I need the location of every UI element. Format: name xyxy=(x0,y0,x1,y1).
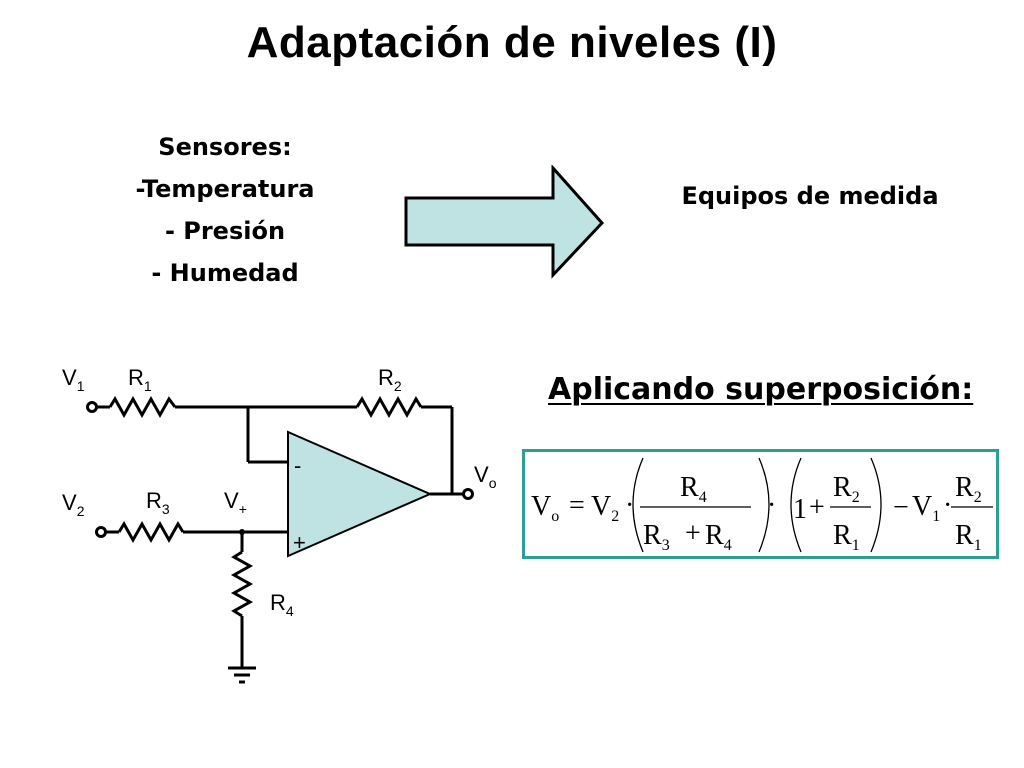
noninverting-input-sign: + xyxy=(293,530,306,555)
formula-num-r4: R4 xyxy=(680,472,707,506)
formula-expression: Vo = V2 · R4 R3 + R4 · 1 + R2 R1 − V1 · … xyxy=(531,457,993,554)
sensor-item-pressure: - Presión xyxy=(164,217,286,245)
label-r1: R1 xyxy=(128,365,152,394)
opamp-triangle xyxy=(287,430,433,558)
opamp-circuit-diagram: - + V1 R1 R2 V2 R3 V+ R4 Vo xyxy=(62,365,497,684)
resistor-r2 xyxy=(355,395,423,419)
formula-one-plus: + xyxy=(809,492,825,523)
formula-den-r1: R1 xyxy=(833,520,860,554)
formula-v2: V2 xyxy=(591,491,619,525)
formula-equals: = xyxy=(569,490,585,521)
label-v2: V2 xyxy=(62,490,85,519)
formula-den-plus: + xyxy=(685,518,701,549)
formula-minus: − xyxy=(893,492,909,523)
sensor-list: Sensores: -Temperatura - Presión - Humed… xyxy=(70,126,380,294)
superposition-formula: Vo = V2 · R4 R3 + R4 · 1 + R2 R1 − V1 · … xyxy=(522,449,999,559)
superposition-heading: Aplicando superposición: xyxy=(548,372,974,407)
formula-den-r4: R4 xyxy=(705,520,732,554)
formula-one: 1 xyxy=(793,494,807,525)
resistor-r3 xyxy=(117,520,185,544)
label-vplus: V+ xyxy=(224,488,247,517)
formula-num-r2: R2 xyxy=(833,472,860,506)
sensor-item-temperature: -Temperatura xyxy=(135,175,315,203)
label-r2: R2 xyxy=(378,365,402,394)
label-v1: V1 xyxy=(62,365,85,394)
block-arrow-icon xyxy=(404,165,605,279)
label-r4: R4 xyxy=(270,590,294,619)
label-vo: Vo xyxy=(474,462,497,491)
formula-num3-r2: R2 xyxy=(955,472,982,506)
sensor-item-humidity: - Humedad xyxy=(151,259,299,287)
sensor-heading: Sensores: xyxy=(158,133,292,161)
formula-dot-3: · xyxy=(943,490,952,521)
formula-dot-2: · xyxy=(767,490,776,521)
measurement-equipment-label: Equipos de medida xyxy=(681,182,939,210)
formula-dot-1: · xyxy=(625,490,634,521)
formula-vo: Vo xyxy=(531,491,559,525)
formula-den3-r1: R1 xyxy=(955,520,982,554)
slide-title: Adaptación de niveles (I) xyxy=(246,18,778,67)
formula-den-r3: R3 xyxy=(643,520,670,554)
resistor-r4 xyxy=(230,550,254,618)
label-r3: R3 xyxy=(146,488,170,517)
resistor-r1 xyxy=(108,395,177,419)
formula-v1: V1 xyxy=(912,491,940,525)
inverting-input-sign: - xyxy=(294,453,301,478)
